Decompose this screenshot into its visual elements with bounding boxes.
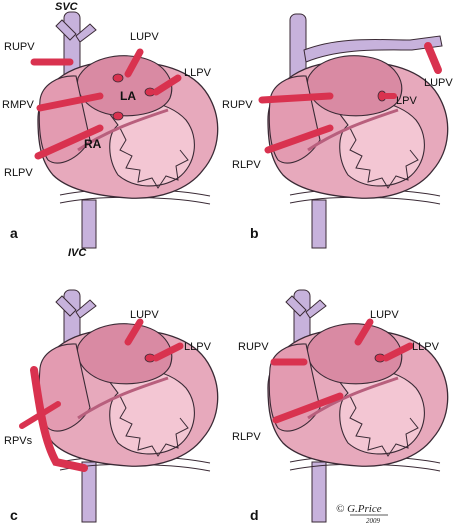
rpvs-branch-c	[19, 401, 61, 429]
rlpv-label-b: RLPV	[232, 159, 261, 171]
rupv-label-a: RUPV	[4, 41, 35, 53]
rmpv-vessel-a	[36, 92, 104, 112]
panel-letter-b: b	[250, 225, 259, 241]
llpv-vessel-c	[152, 342, 184, 362]
heart-b	[266, 54, 450, 200]
lupv-vessel-a	[124, 48, 144, 78]
ivc-vessel-c	[81, 461, 97, 523]
rpvs-label-c: RPVs	[4, 435, 33, 447]
panel-letter-d: d	[250, 507, 259, 523]
signature-year: 2009	[366, 517, 381, 525]
lupv-vessel-b	[424, 42, 442, 74]
lupv-vessel-d	[354, 318, 374, 346]
rmpv-label-a: RMPV	[2, 99, 34, 111]
lupv-label-d: LUPV	[370, 309, 399, 321]
llpv-vessel-d	[382, 342, 414, 362]
lupv-vessel-c	[124, 318, 144, 346]
panel-b: LUPV RUPV LPV RLPV b	[222, 13, 453, 249]
rpvs-vessel-c	[30, 366, 88, 472]
panel-d: RUPV LUPV LLPV RLPV d © G.Price 2009	[232, 289, 450, 525]
panel-c: LUPV LLPV RPVs c	[4, 289, 220, 523]
lpv-label-b: LPV	[396, 95, 417, 107]
rupv-label-b: RUPV	[222, 99, 253, 111]
llpv-label-a: LLPV	[184, 67, 212, 79]
artist-signature: © G.Price	[336, 503, 382, 515]
rlpv-vessel-a	[34, 124, 104, 160]
lupv-label-a: LUPV	[130, 31, 159, 43]
panel-a: SVC RUPV RMPV RLPV LUPV LLPV LA RA a IVC	[2, 1, 220, 259]
lupv-label-c: LUPV	[130, 309, 159, 321]
la-label: LA	[120, 89, 136, 103]
panel-letter-c: c	[10, 507, 18, 523]
llpv-label-d: LLPV	[412, 341, 440, 353]
rlpv-label-a: RLPV	[4, 167, 33, 179]
vertical-vein-b	[303, 35, 443, 63]
panel-letter-a: a	[10, 225, 18, 241]
ivc-vessel-b	[311, 199, 327, 249]
ra-label: RA	[84, 137, 102, 151]
ivc-label: IVC	[68, 247, 87, 259]
ivc-vessel	[81, 199, 97, 249]
svc-label: SVC	[55, 1, 79, 13]
svc-branch-right	[75, 23, 97, 43]
svc-branch	[55, 19, 77, 41]
ivc-vessel-d	[311, 461, 327, 523]
rupv-vessel-b	[258, 92, 334, 104]
lupv-label-b: LUPV	[424, 77, 453, 89]
rlpv-vessel-d	[272, 392, 344, 424]
rupv-label-d: RUPV	[238, 341, 269, 353]
llpv-label-c: LLPV	[184, 341, 212, 353]
rlpv-label-d: RLPV	[232, 431, 261, 443]
llpv-vessel-a	[152, 74, 182, 96]
rlpv-vessel-b	[264, 124, 334, 154]
